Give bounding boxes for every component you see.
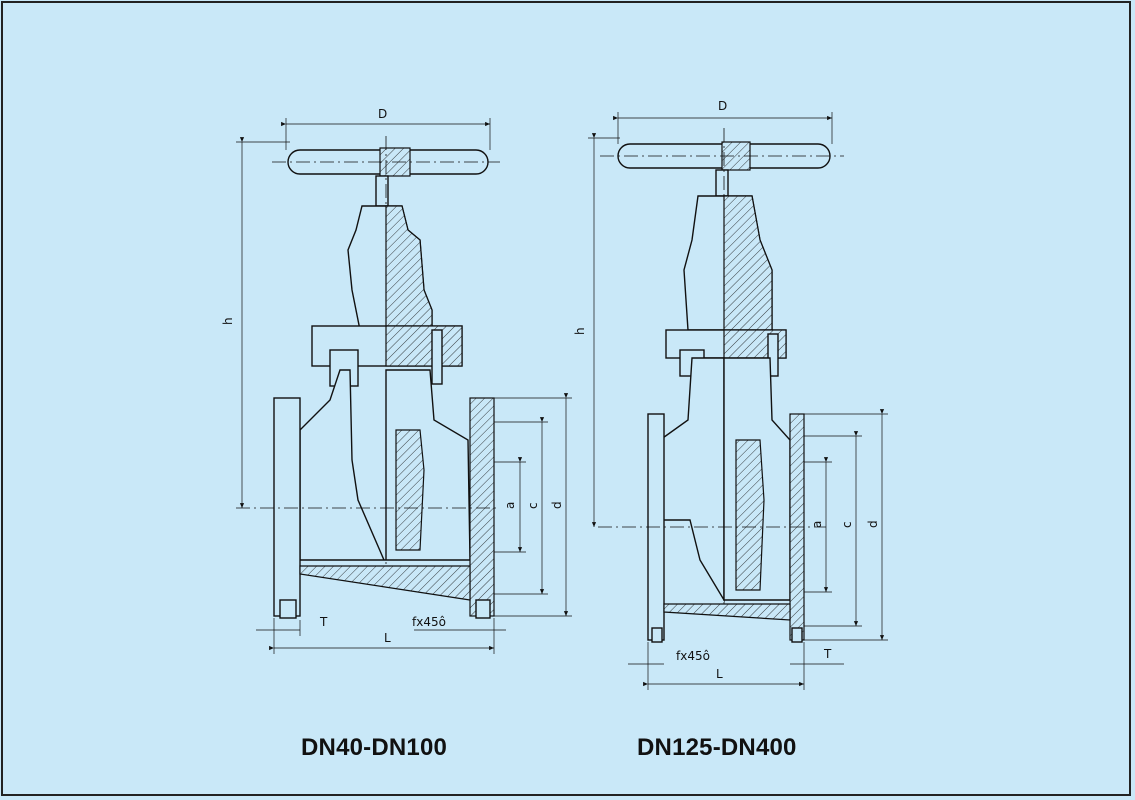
- right-gate: [735, 439, 765, 591]
- right-dim-a: a: [810, 521, 824, 528]
- right-stem: [715, 169, 729, 197]
- left-outlet-flange: [469, 397, 495, 617]
- left-dim-h: h: [221, 317, 235, 325]
- left-valve-drawing: D h a c d T fx45ô L: [221, 107, 572, 654]
- right-dim-D: D: [718, 99, 727, 113]
- left-caption: DN40-DN100: [301, 734, 448, 761]
- left-dim-a: a: [503, 502, 517, 509]
- right-caption: DN125-DN400: [637, 734, 797, 761]
- right-dim-c: c: [840, 521, 854, 528]
- right-dim-T: T: [823, 647, 832, 661]
- left-dim-f: fx45ô: [412, 615, 446, 629]
- left-dim-c: c: [526, 502, 540, 509]
- right-bolt-right: [767, 333, 779, 377]
- right-dim-f: fx45ô: [676, 649, 710, 663]
- right-dim-d: d: [866, 520, 880, 528]
- left-inlet-flange: [273, 397, 301, 617]
- right-body: [659, 357, 725, 603]
- left-bolt-right: [431, 329, 443, 385]
- right-dim-L: L: [716, 667, 723, 681]
- left-dim-T: T: [319, 615, 328, 629]
- left-dim-D: D: [378, 107, 387, 121]
- left-dim-d: d: [550, 501, 564, 509]
- right-valve-drawing: D h a c d fx45ô T L: [573, 99, 888, 690]
- left-dim-L: L: [384, 631, 391, 645]
- left-gate: [395, 429, 425, 551]
- right-dim-h: h: [573, 327, 587, 335]
- left-body: [299, 369, 471, 561]
